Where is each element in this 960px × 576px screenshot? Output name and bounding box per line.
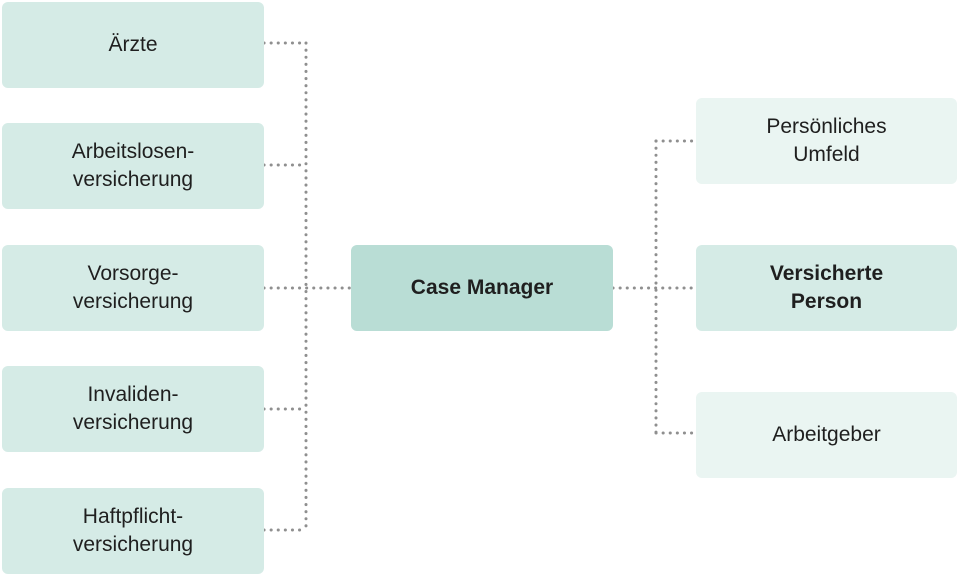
node-aerzte: Ärzte (2, 2, 264, 88)
node-invalidenversicherung: Invaliden- versicherung (2, 366, 264, 452)
node-case-manager: Case Manager (351, 245, 613, 331)
node-versicherte-person: Versicherte Person (696, 245, 957, 331)
node-persoenliches-umfeld: Persönliches Umfeld (696, 98, 957, 184)
node-haftpflichtversicherung: Haftpflicht- versicherung (2, 488, 264, 574)
node-arbeitgeber: Arbeitgeber (696, 392, 957, 478)
node-vorsorgeversicherung: Vorsorge- versicherung (2, 245, 264, 331)
node-arbeitslosenversicherung: Arbeitslosen- versicherung (2, 123, 264, 209)
